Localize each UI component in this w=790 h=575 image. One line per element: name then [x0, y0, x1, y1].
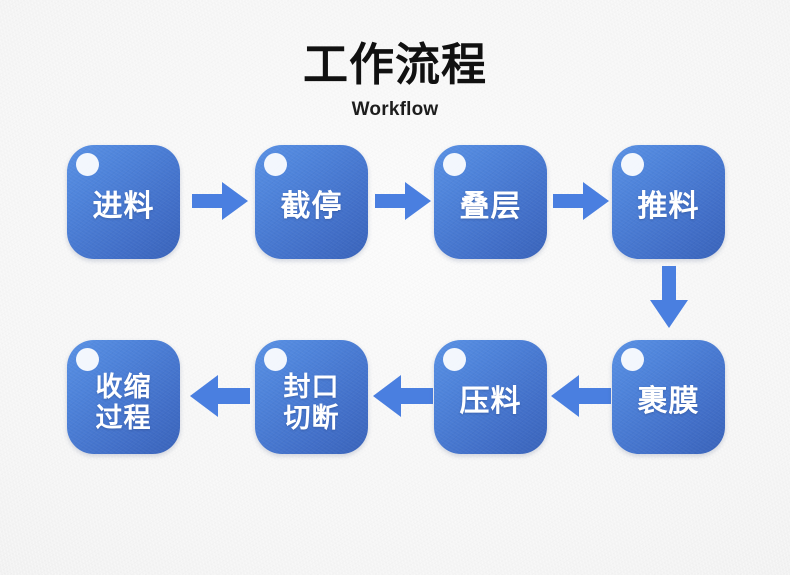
node-bullet-icon	[76, 348, 99, 371]
label-line: 过程	[95, 403, 152, 434]
page-subtitle: Workflow	[351, 99, 439, 120]
diagram-header: 工作流程 Workflow	[0, 38, 790, 122]
flow-node-label: 裹膜	[612, 340, 725, 454]
node-bullet-icon	[76, 153, 99, 176]
node-bullet-icon	[264, 153, 287, 176]
connector-arrow-left	[373, 372, 433, 420]
flow-node-label: 收缩 过程	[67, 340, 180, 454]
connector-arrow-right	[375, 179, 431, 223]
flow-node-shrinking-process[interactable]: 收缩 过程	[67, 340, 180, 454]
node-bullet-icon	[621, 153, 644, 176]
node-bullet-icon	[264, 348, 287, 371]
label-line: 封口	[283, 372, 340, 403]
flow-node-pressing[interactable]: 压料	[434, 340, 547, 454]
node-bullet-icon	[621, 348, 644, 371]
connector-arrow-down	[648, 266, 690, 328]
connector-arrow-left	[551, 372, 611, 420]
connector-arrow-left	[190, 372, 250, 420]
node-bullet-icon	[443, 153, 466, 176]
flow-node-label: 截停	[255, 145, 368, 259]
page-title: 工作流程	[302, 38, 487, 91]
flow-node-label: 封口 切断	[255, 340, 368, 454]
node-bullet-icon	[443, 348, 466, 371]
flow-node-pushing[interactable]: 推料	[612, 145, 725, 259]
flow-node-stopping[interactable]: 截停	[255, 145, 368, 259]
flow-node-label: 叠层	[434, 145, 547, 259]
flow-node-feeding[interactable]: 进料	[67, 145, 180, 259]
flow-node-label: 进料	[67, 145, 180, 259]
connector-arrow-right	[553, 179, 609, 223]
flow-node-film-wrapping[interactable]: 裹膜	[612, 340, 725, 454]
label-line: 压料	[459, 384, 522, 419]
flow-node-label: 压料	[434, 340, 547, 454]
label-line: 收缩	[95, 372, 152, 403]
label-line: 切断	[283, 403, 340, 434]
label-line: 裹膜	[637, 384, 700, 419]
label-line: 推料	[637, 189, 700, 224]
flow-node-label: 推料	[612, 145, 725, 259]
connector-arrow-right	[192, 179, 248, 223]
flow-node-stacking[interactable]: 叠层	[434, 145, 547, 259]
label-line: 截停	[280, 189, 343, 224]
label-line: 叠层	[459, 189, 522, 224]
flow-node-sealing-cutting[interactable]: 封口 切断	[255, 340, 368, 454]
label-line: 进料	[92, 189, 155, 224]
